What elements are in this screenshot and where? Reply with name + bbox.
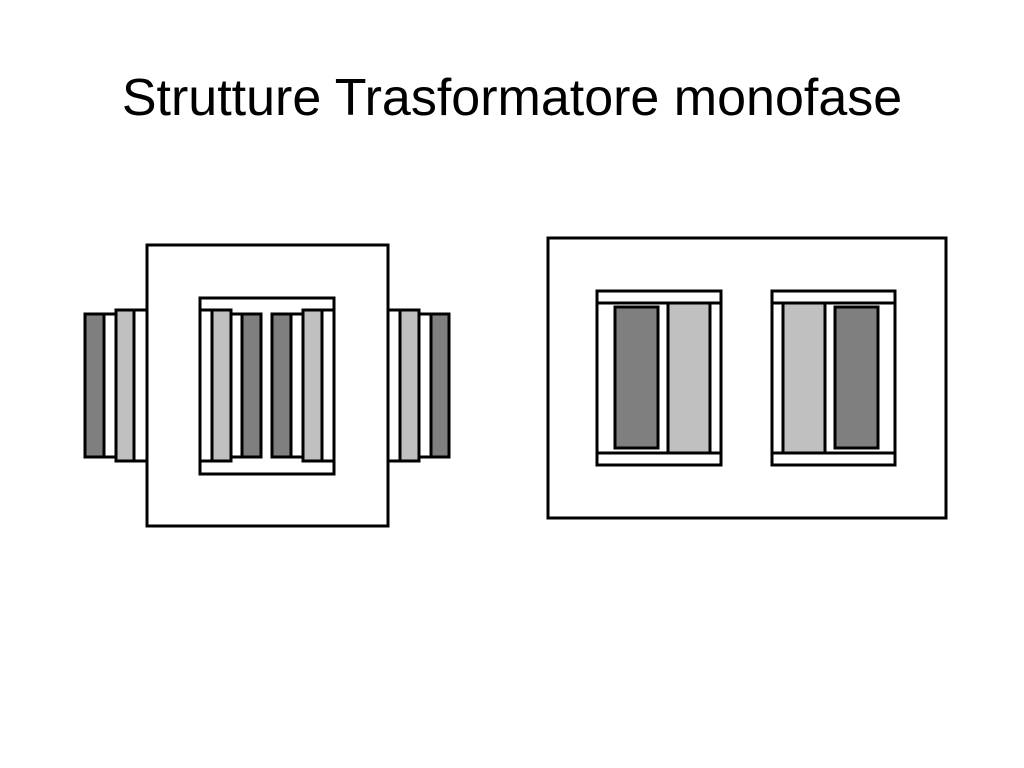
slide-title: Strutture Trasformatore monofase — [121, 69, 903, 127]
right-bobbin — [386, 308, 402, 463]
left-window-bobbin — [198, 308, 214, 463]
core-type-magnetic-core — [145, 243, 390, 528]
right-limb-windings — [270, 308, 451, 463]
shell-left-outer-winding — [613, 305, 660, 450]
core-type-transformer — [83, 243, 451, 528]
right-insulation — [417, 312, 433, 459]
shell-left-inner-winding — [666, 301, 712, 455]
right-window-bobbin — [320, 308, 336, 463]
shell-type-transformer — [546, 236, 948, 520]
left-window-outer-winding — [240, 312, 263, 459]
right-outer-winding — [429, 312, 451, 459]
left-insulation — [102, 312, 118, 459]
right-window-insulation — [289, 312, 305, 459]
right-inner-winding — [398, 308, 421, 463]
left-outer-winding — [83, 312, 106, 459]
right-window-outer-winding — [270, 312, 293, 459]
left-limb-windings — [83, 308, 263, 463]
left-inner-winding — [114, 308, 136, 463]
shell-right-window-windings — [770, 301, 897, 455]
left-bobbin — [132, 308, 149, 463]
shell-left-window-windings — [595, 301, 723, 455]
shell-right-outer-winding — [833, 305, 880, 450]
left-window-insulation — [229, 312, 244, 459]
left-window-inner-winding — [210, 308, 233, 463]
shell-right-inner-winding — [781, 301, 827, 455]
right-window-inner-winding — [301, 308, 324, 463]
